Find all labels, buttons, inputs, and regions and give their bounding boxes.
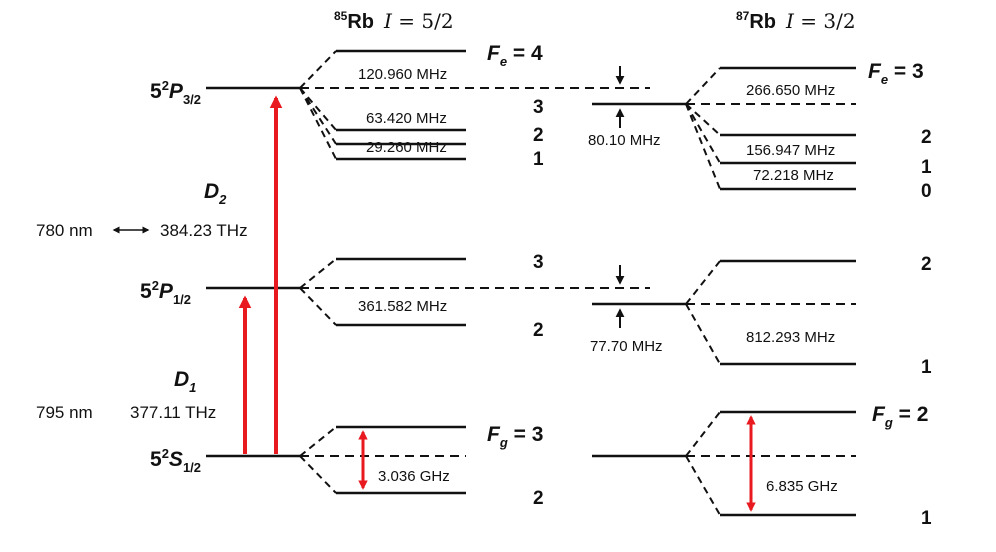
rb85-p32-split-1: 120.960 MHz <box>358 66 447 83</box>
rb85-p12-level-2: 2 <box>533 320 544 341</box>
isotope-shift-p12 <box>592 265 686 328</box>
rb87-p32-split-2: 156.947 MHz <box>746 142 835 159</box>
isotope-shift-p12-value: 77.70 MHz <box>590 338 663 355</box>
d1-frequency: 377.11 THz <box>130 403 216 422</box>
rb87-p32-hyperfine <box>685 66 856 191</box>
rb87-s12-level-1: 1 <box>921 508 932 529</box>
state-label-p32: 52P3/2 <box>150 78 201 107</box>
rb85-fe-label: Fe = 4 <box>487 42 543 69</box>
rb85-p32-split-3: 29.260 MHz <box>366 139 447 156</box>
rb87-s12-hyperfine <box>592 410 856 517</box>
d2-wavelength: 780 nm <box>36 221 93 240</box>
rb85-s12-split: 3.036 GHz <box>378 468 450 485</box>
rb87-p32-split-1: 266.650 MHz <box>746 82 835 99</box>
rb87-p12-hyperfine <box>685 259 856 366</box>
rb87-p12-level-2: 2 <box>921 254 932 275</box>
rb85-s12-hyperfine <box>299 425 466 495</box>
rb87-s12-split: 6.835 GHz <box>766 478 838 495</box>
rb87-p32-level-0: 0 <box>921 181 932 202</box>
rb85-fg-label: Fg = 3 <box>487 423 543 450</box>
rb87-p12-level-1: 1 <box>921 357 932 378</box>
rb85-p32-level-1: 1 <box>533 149 544 170</box>
d1-label: D1 <box>174 368 196 395</box>
rb85-p32-level-2: 2 <box>533 125 544 146</box>
rb87-p32-level-1: 1 <box>921 157 932 178</box>
state-label-s12: 52S1/2 <box>150 446 201 475</box>
d2-label: D2 <box>204 180 227 207</box>
rb85-p12-level-3: 3 <box>533 252 544 273</box>
d1-wavelength: 795 nm <box>36 403 93 422</box>
rb85-p32-level-3: 3 <box>533 97 544 118</box>
rb85-p32-hyperfine <box>299 49 650 161</box>
d2-frequency: 384.23 THz <box>160 221 248 240</box>
rb85-p12-split: 361.582 MHz <box>358 298 447 315</box>
rb85-p12-hyperfine <box>299 257 650 327</box>
rb87-p12-split: 812.293 MHz <box>746 329 835 346</box>
rb87-p32-level-2: 2 <box>921 127 932 148</box>
rb85-s12-level-2: 2 <box>533 488 544 509</box>
rb87-fe-label: Fe = 3 <box>868 60 924 87</box>
rb87-p32-split-3: 72.218 MHz <box>753 167 834 184</box>
rb85-p32-split-2: 63.420 MHz <box>366 110 447 127</box>
isotope-shift-p32-value: 80.10 MHz <box>588 132 661 149</box>
rb87-fg-label: Fg = 2 <box>872 403 928 430</box>
state-label-p12: 52P1/2 <box>140 278 191 307</box>
isotope-shift-p32 <box>592 66 686 128</box>
